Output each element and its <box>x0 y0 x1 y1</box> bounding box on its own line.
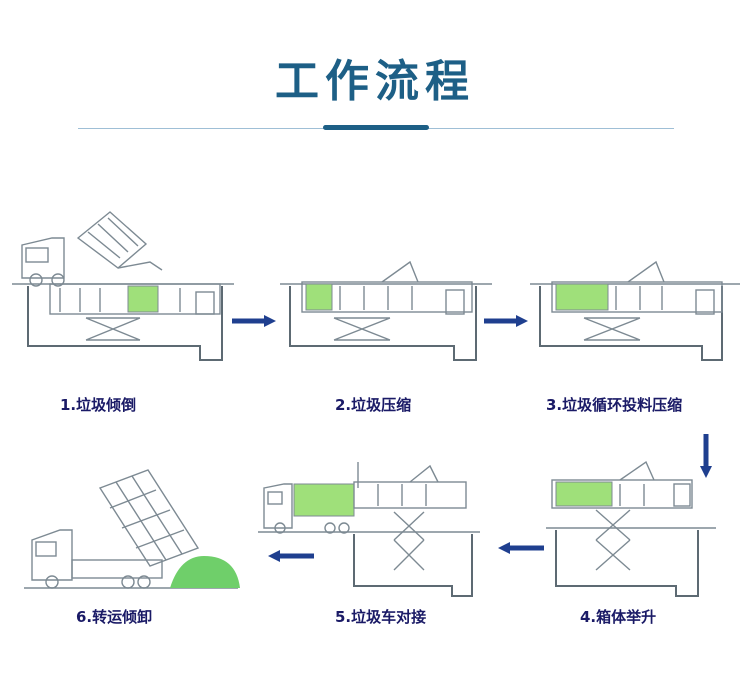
step-2-illustration <box>280 260 492 361</box>
arrow-step4-to-step5 <box>498 542 544 554</box>
step-2-label: 2.垃圾压缩 <box>335 396 412 414</box>
step-4-illustration <box>546 460 716 597</box>
page-title: 工作流程 <box>275 56 475 107</box>
arrow-step1-to-step2 <box>232 315 276 327</box>
step-6-illustration <box>24 469 240 589</box>
step-6-label: 6.转运倾卸 <box>76 608 153 626</box>
title-underline-accent <box>323 125 429 130</box>
step-5-label: 5.垃圾车对接 <box>335 608 427 626</box>
step-5-illustration <box>258 462 480 597</box>
arrow-step2-to-step3 <box>484 315 528 327</box>
arrow-step5-to-step6 <box>268 550 314 562</box>
step-4-label: 4.箱体举升 <box>580 608 657 626</box>
step-3-label: 3.垃圾循环投料压缩 <box>546 396 683 414</box>
step-1-label: 1.垃圾倾倒 <box>60 396 137 414</box>
arrow-step3-to-step4 <box>700 434 712 478</box>
step-1-illustration <box>12 211 234 361</box>
step-3-illustration <box>530 260 740 361</box>
